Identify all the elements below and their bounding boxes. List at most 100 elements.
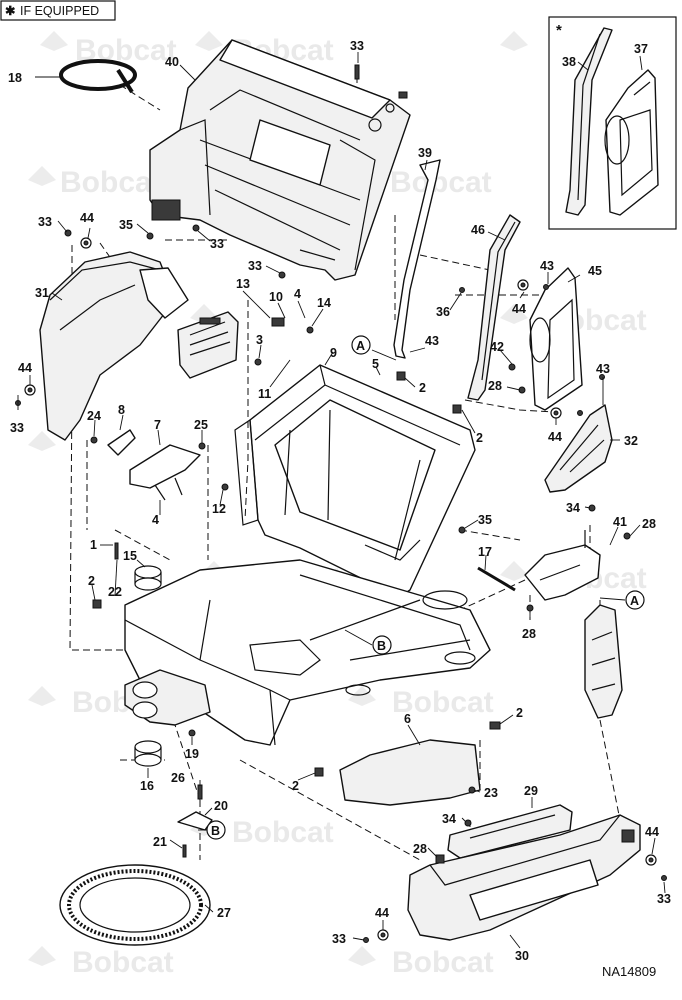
inset-part-37 xyxy=(605,69,659,216)
callout-33: 33 xyxy=(248,259,262,273)
callout-43: 43 xyxy=(540,259,554,273)
part-45-frame xyxy=(529,267,583,411)
callout-7: 7 xyxy=(154,418,161,432)
callout-2: 2 xyxy=(88,574,95,588)
part-18-seal xyxy=(59,59,137,94)
watermark-8 xyxy=(28,431,56,451)
callout-2: 2 xyxy=(476,431,483,445)
callout-44: 44 xyxy=(80,211,94,225)
callout-2: 2 xyxy=(516,706,523,720)
callout-28: 28 xyxy=(642,517,656,531)
callout-8: 8 xyxy=(118,403,125,417)
callout-9: 9 xyxy=(330,346,337,360)
part-6-belly-pan xyxy=(339,739,481,806)
watermark-13: Bobcat xyxy=(348,686,494,719)
part-31-side-panel xyxy=(39,251,189,441)
callout-19: 19 xyxy=(185,747,199,761)
part-30-counterweight xyxy=(407,814,641,941)
callout-34: 34 xyxy=(442,812,456,826)
callout-33: 33 xyxy=(38,215,52,229)
callout-28: 28 xyxy=(488,379,502,393)
callout-23: 23 xyxy=(484,786,498,800)
watermark-text-13: Bobcat xyxy=(392,686,494,719)
callout-30: 30 xyxy=(515,949,529,963)
callout-46: 46 xyxy=(471,223,485,237)
callout-35: 35 xyxy=(478,513,492,527)
callout-22: 22 xyxy=(108,585,122,599)
inset-callout-38: 38 xyxy=(562,55,576,69)
callout-36: 36 xyxy=(436,305,450,319)
reference-marker-b xyxy=(372,635,392,655)
part-46-post xyxy=(467,214,521,401)
watermark-text-14: Bobcat xyxy=(232,816,334,849)
callout-45: 45 xyxy=(588,264,602,278)
if-equipped-badge: ✱ IF EQUIPPED xyxy=(0,0,116,21)
callout-21: 21 xyxy=(153,835,167,849)
callout-26: 26 xyxy=(171,771,185,785)
part-13-cover xyxy=(177,311,239,379)
watermark-5 xyxy=(500,31,528,51)
callout-3: 3 xyxy=(256,333,263,347)
part-39-strip xyxy=(393,159,441,359)
callout-44: 44 xyxy=(18,361,32,375)
watermark-16: Bobcat xyxy=(28,946,174,979)
part-32-cover xyxy=(544,404,613,493)
watermark-17: Bobcat xyxy=(348,946,494,979)
callout-5: 5 xyxy=(372,357,379,371)
inset-part-38 xyxy=(565,27,613,216)
callout-24: 24 xyxy=(87,409,101,423)
callout-4: 4 xyxy=(294,287,301,301)
callout-34: 34 xyxy=(566,501,580,515)
callout-20: 20 xyxy=(214,799,228,813)
callout-44: 44 xyxy=(512,302,526,316)
callout-33: 33 xyxy=(10,421,24,435)
callout-4: 4 xyxy=(152,513,159,527)
callout-2: 2 xyxy=(419,381,426,395)
callout-43: 43 xyxy=(596,362,610,376)
watermark-text-16: Bobcat xyxy=(72,946,174,979)
callout-33: 33 xyxy=(332,932,346,946)
reference-marker-a-2 xyxy=(625,590,645,610)
inset-callout-37: 37 xyxy=(634,42,648,56)
callout-33: 33 xyxy=(350,39,364,53)
inset-callouts: 38 37 xyxy=(562,42,648,71)
reference-marker-b-2 xyxy=(206,820,226,840)
callout-B: B xyxy=(211,824,220,838)
badge-star-icon: ✱ xyxy=(5,4,16,18)
callout-28: 28 xyxy=(413,842,427,856)
part-17-rod xyxy=(477,566,516,592)
callout-15: 15 xyxy=(123,549,137,563)
callout-39: 39 xyxy=(418,146,432,160)
part-callouts: 18 40 33 39 33 44 35 33 46 33 43 45 31 1… xyxy=(8,39,671,963)
callout-31: 31 xyxy=(35,286,49,300)
part-27-slew-ring xyxy=(59,864,211,946)
callout-25: 25 xyxy=(194,418,208,432)
callout-A: A xyxy=(356,339,365,353)
callout-2: 2 xyxy=(292,779,299,793)
callout-6: 6 xyxy=(404,712,411,726)
optional-parts-inset: * xyxy=(548,16,677,230)
leader-lines xyxy=(17,52,666,949)
callout-13: 13 xyxy=(236,277,250,291)
callout-40: 40 xyxy=(165,55,179,69)
callout-42: 42 xyxy=(490,340,504,354)
part-5-upright-frame xyxy=(234,364,476,601)
part-16-bushing xyxy=(134,740,162,767)
right-rear-panel xyxy=(584,604,623,719)
chassis-base xyxy=(124,559,491,746)
part-15-bushing xyxy=(134,565,162,591)
callout-14: 14 xyxy=(317,296,331,310)
part-7-8-bracket xyxy=(107,429,201,501)
part-29-bar xyxy=(447,804,573,859)
callout-44: 44 xyxy=(375,906,389,920)
callout-41: 41 xyxy=(613,515,627,529)
callout-44: 44 xyxy=(548,430,562,444)
inset-star: * xyxy=(556,22,562,39)
watermark-text-17: Bobcat xyxy=(392,946,494,979)
watermark-text-4: Bobcat xyxy=(390,166,492,199)
part-41-bracket xyxy=(524,530,601,601)
callout-33: 33 xyxy=(210,237,224,251)
callout-17: 17 xyxy=(478,545,492,559)
part-40-rear-shroud xyxy=(149,39,411,281)
